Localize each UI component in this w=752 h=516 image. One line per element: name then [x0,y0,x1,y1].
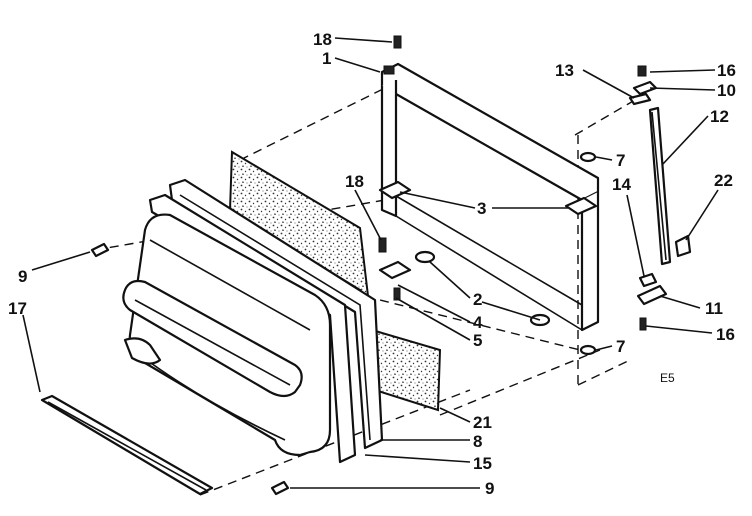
callout-11: 11 [705,299,723,318]
callout-5: 5 [473,331,482,350]
callout-9-left: 9 [18,267,27,286]
door-shelf-bar [40,394,214,496]
callout-15: 15 [473,454,492,473]
door-frame [378,35,600,356]
callout-21: 21 [473,413,492,432]
callout-7-top: 7 [616,151,625,170]
callout-18-mid: 18 [345,172,364,191]
callout-18-top: 18 [313,30,332,49]
callout-1: 1 [322,49,331,68]
hinge-assembly [628,65,692,331]
callout-16-top: 16 [717,61,736,80]
callout-8: 8 [473,432,482,451]
figure-code: E5 [660,371,675,385]
callout-17: 17 [8,299,27,318]
screws [90,242,290,496]
callout-16-bottom: 16 [716,325,735,344]
door-liner [122,213,332,457]
callout-22: 22 [714,171,733,190]
callout-labels: 18 1 13 16 10 12 7 18 3 14 22 9 17 2 4 5… [8,30,736,498]
callout-2: 2 [473,290,482,309]
callout-12: 12 [710,107,729,126]
callout-9-bottom: 9 [485,479,494,498]
callout-14: 14 [612,175,631,194]
callout-3: 3 [477,199,486,218]
leader-lines [22,37,719,489]
callout-7-bottom: 7 [616,337,625,356]
callout-13: 13 [555,61,574,80]
callout-4: 4 [473,313,483,332]
callout-10: 10 [717,81,736,100]
